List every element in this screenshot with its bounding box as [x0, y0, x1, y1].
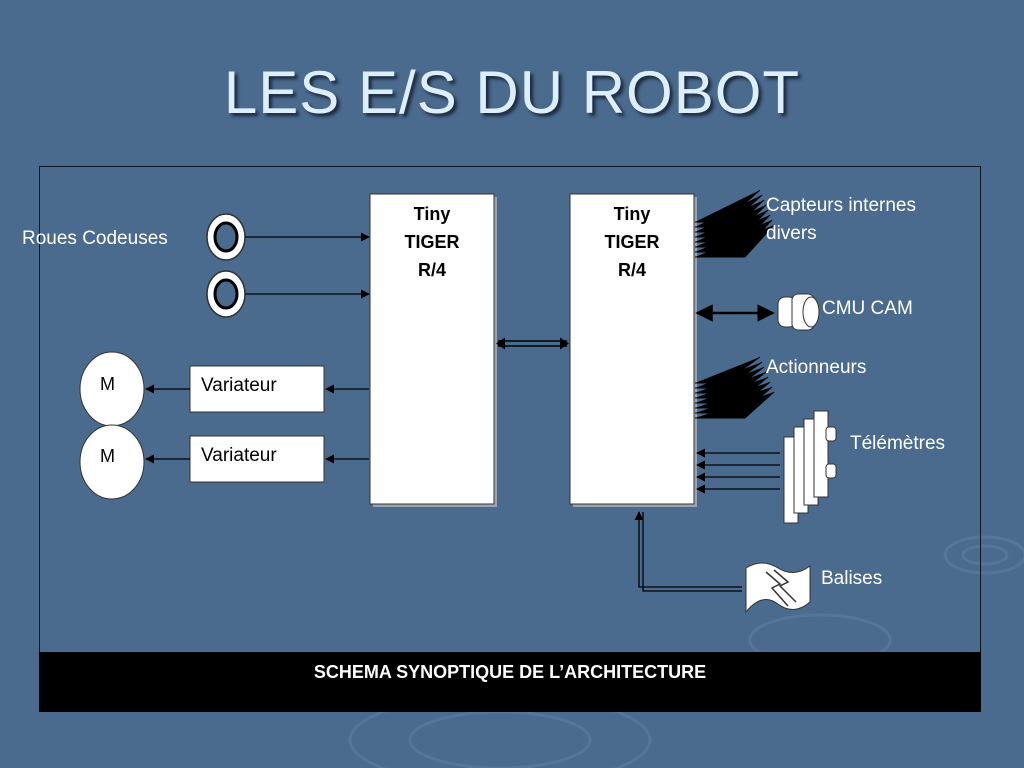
controller-label-line: Tiny	[613, 204, 651, 224]
variateur-box	[189, 365, 325, 413]
balises-link	[642, 512, 742, 592]
controller-label-2: Tiny TIGER R/4	[570, 200, 694, 284]
encoder-wheel-icon	[206, 270, 246, 318]
signal-flag-icon	[745, 562, 811, 614]
motor-label: M	[100, 374, 115, 394]
variateur-label: Variateur	[201, 445, 277, 466]
telemetre-arrows	[696, 448, 780, 494]
controller-label-line: TIGER	[604, 232, 660, 252]
controller-label-line: Tiny	[413, 204, 451, 224]
diagram-caption: SCHEMA SYNOPTIQUE DE L’ARCHITECTURE	[313, 662, 707, 682]
motor-label: M	[100, 446, 115, 466]
variateur-label: Variateur	[201, 375, 277, 396]
balises-link	[634, 511, 742, 588]
controller-label-line: TIGER	[404, 232, 460, 252]
roues-codeuses-label: Roues Codeuses	[22, 228, 168, 249]
capteurs-bus	[695, 189, 775, 258]
motor-circle	[79, 424, 145, 500]
capteurs-label: Capteurs internes divers	[766, 195, 916, 244]
telemeter-icon	[783, 410, 837, 524]
controller-box-2	[569, 193, 697, 507]
actionneurs-label: Actionneurs	[766, 357, 867, 378]
encoder-wheel-icon	[206, 213, 246, 261]
controller-label-line: R/4	[417, 260, 446, 280]
controller-label-line: R/4	[617, 260, 646, 280]
controller-box-1	[369, 193, 497, 507]
cmucam-label: CMU CAM	[822, 298, 913, 319]
controller-link-arrow	[496, 337, 569, 350]
actionneurs-bus	[695, 356, 775, 419]
controller-label-1: Tiny TIGER R/4	[370, 200, 494, 284]
balises-label: Balises	[821, 568, 883, 589]
slide-title: LES E/S DU ROBOT	[223, 59, 801, 126]
variateur-box	[189, 435, 325, 483]
telemetres-label: Télémètres	[850, 433, 946, 454]
caption-bar	[39, 652, 981, 712]
camera-icon	[777, 293, 820, 331]
